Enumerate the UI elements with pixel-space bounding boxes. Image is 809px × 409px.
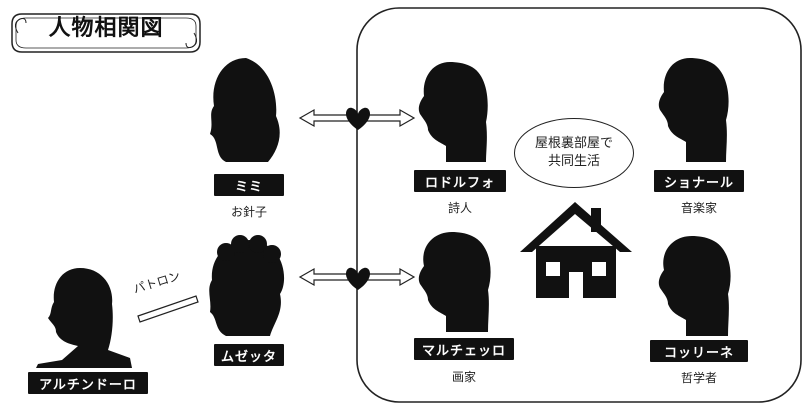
schaunard-silhouette	[658, 58, 729, 162]
mimi-silhouette	[210, 58, 280, 162]
title-frame	[11, 13, 201, 53]
alcindoro-silhouette	[36, 268, 132, 368]
patron-bar	[137, 295, 199, 323]
schaunard-name-tag: ショナール	[654, 170, 744, 192]
musetta-silhouette	[209, 235, 285, 336]
heart-icon	[346, 107, 370, 130]
colline-silhouette	[658, 236, 731, 336]
colline-role: 哲学者	[680, 371, 717, 385]
rodolfo-silhouette	[418, 62, 488, 162]
marcello-silhouette	[418, 232, 491, 332]
colline-name-tag: コッリーネ	[650, 340, 748, 362]
page-title: 人物相関図	[48, 15, 164, 41]
musetta-name-tag: ムゼッタ	[214, 344, 284, 366]
bubble-line-1: 屋根裏部屋で	[534, 136, 613, 151]
marcello-role: 画家	[451, 370, 476, 384]
marcello-name-tag: マルチェッロ	[414, 338, 514, 360]
house-icon	[520, 202, 632, 298]
bubble-line-2: 共同生活	[547, 154, 600, 169]
shared-attic-bubble: 屋根裏部屋で 共同生活	[514, 118, 634, 188]
heart-icon	[346, 267, 370, 290]
mimi-role: お針子	[230, 205, 267, 219]
mimi-name-tag: ミミ	[214, 174, 284, 196]
rodolfo-name-tag: ロドルフォ	[414, 170, 506, 192]
alcindoro-name-tag: アルチンドーロ	[28, 372, 148, 394]
rodolfo-role: 詩人	[447, 201, 472, 215]
schaunard-role: 音楽家	[680, 201, 717, 215]
